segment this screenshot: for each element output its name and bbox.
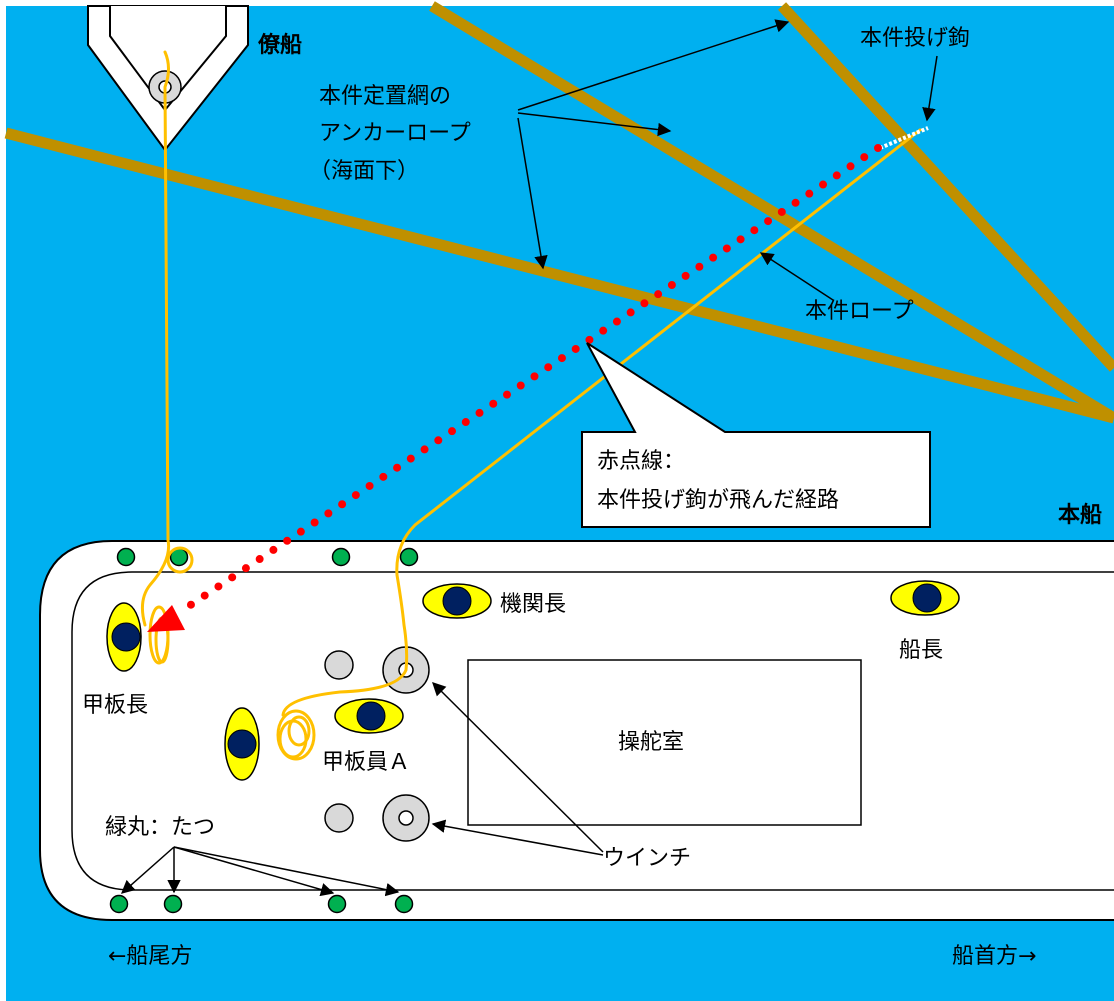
- bollard-icon: [163, 894, 183, 914]
- arrow-anchor-rope-a: [517, 19, 790, 111]
- boatswain-label: 甲板長: [82, 693, 148, 718]
- main-ship-label: 本船: [1058, 502, 1102, 528]
- deckhand-a-label: 甲板員Ａ: [322, 750, 410, 775]
- arrow-winch-a: [432, 682, 604, 853]
- main-rope-coil: [287, 715, 311, 747]
- arrow-bollard-3: [173, 846, 335, 897]
- path-callout: 赤点線： 本件投げ鉤が飛んだ経路: [581, 342, 931, 528]
- arrow-grapnel: [922, 55, 938, 122]
- callout-box: [581, 342, 931, 528]
- main-ship: [39, 540, 1114, 921]
- bollard-icon: [327, 894, 347, 914]
- bow-label: 船首方→: [952, 944, 1036, 969]
- tender-rope: [140, 50, 171, 627]
- main-rope-coil: [276, 709, 316, 761]
- winch-drum-icon: [324, 803, 354, 833]
- callout-line2: 本件投げ鉤が飛んだ経路: [597, 488, 839, 513]
- person-head-icon: [442, 586, 472, 616]
- main-rope: [281, 128, 922, 717]
- person-boatswain: [106, 602, 142, 672]
- chief-engineer-label: 機関長: [500, 592, 566, 617]
- person-head-icon: [227, 729, 257, 759]
- bollards: [109, 547, 419, 914]
- arrow-rope: [759, 252, 834, 301]
- arrow-anchor-rope-b: [517, 112, 672, 137]
- wheelhouse: [467, 659, 862, 826]
- arrow-bollard-1: [120, 846, 175, 894]
- winch-label: ウインチ: [603, 846, 691, 871]
- person-head-icon: [356, 701, 386, 731]
- stern-label: ←船尾方: [108, 944, 192, 969]
- arrow-anchor-rope-c: [517, 117, 548, 270]
- tender-rope-loop: [166, 546, 194, 574]
- anchor-rope-label-1: 本件定置網の: [319, 84, 451, 109]
- tender-boat-label: 僚船: [258, 32, 302, 58]
- person-chief-engineer: [422, 583, 492, 619]
- anchor-rope-1: [4, 127, 1114, 424]
- anchor-rope-label-2: アンカーロープ: [319, 121, 471, 146]
- arrow-bollard-4: [173, 846, 400, 897]
- grapnel-icon: [879, 126, 929, 150]
- anchor-rope-3: [777, 2, 1114, 372]
- rope-label: 本件ロープ: [805, 299, 914, 324]
- person-head-icon: [111, 622, 141, 652]
- leader-arrows: [120, 19, 938, 897]
- person-deckhand-a: [334, 698, 404, 734]
- anchor-rope-label-3: （海面下）: [309, 159, 419, 184]
- winch-drum-icon: [324, 650, 354, 680]
- person-captain: [890, 580, 960, 616]
- captain-label: 船長: [899, 638, 943, 663]
- callout-line1: 赤点線：: [597, 449, 685, 474]
- flight-path-arrowhead: [147, 605, 185, 632]
- person-head-icon: [912, 583, 942, 613]
- bollard-icon: [399, 547, 419, 567]
- grapnel-label: 本件投げ鉤: [860, 26, 970, 51]
- bollards-label: 緑丸：たつ: [105, 815, 215, 840]
- person-crew: [224, 707, 260, 781]
- arrow-winch-b: [431, 819, 604, 856]
- wheelhouse-label: 操舵室: [618, 730, 684, 755]
- winch-hub-icon: [398, 810, 414, 826]
- bollard-icon: [331, 547, 351, 567]
- anchor-rope-2: [429, 1, 1114, 423]
- bollard-icon: [394, 894, 414, 914]
- bollard-icon: [109, 894, 129, 914]
- bollard-icon: [116, 547, 136, 567]
- anchor-ropes: [4, 1, 1114, 424]
- ropes: [140, 50, 922, 761]
